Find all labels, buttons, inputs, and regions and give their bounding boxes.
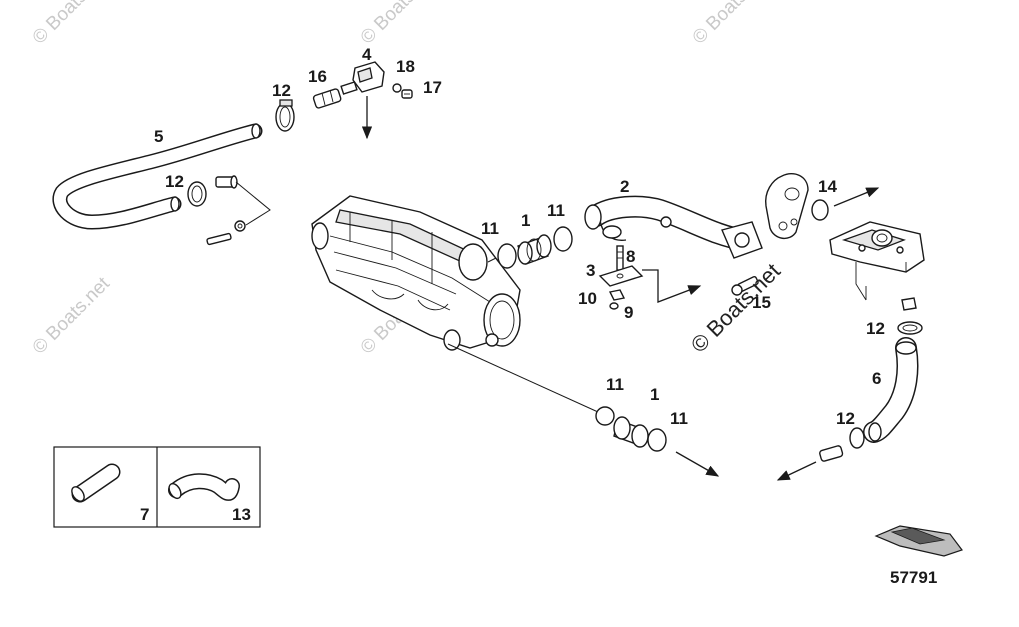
- bracket-3: [598, 265, 644, 287]
- watermark-text: © Boats.net: [357, 0, 443, 49]
- water-housing: [829, 221, 925, 301]
- washer-9: [609, 302, 619, 310]
- callout-5: 5: [154, 127, 163, 146]
- callout-12: 12: [165, 172, 184, 191]
- fitting-lower-right: [776, 445, 844, 481]
- guide-line: [447, 343, 599, 413]
- sleeve-1-lower: [613, 416, 649, 448]
- callout-2: 2: [620, 177, 629, 196]
- callout-7: 7: [140, 505, 149, 524]
- o-ring-11-lower-right: [647, 428, 667, 452]
- arrow: [776, 461, 817, 481]
- bolt-15: [731, 275, 759, 296]
- callout-labels: 12 16 4 18 17 5 12 11 1 11 2 8 3 10 9 15…: [140, 45, 937, 587]
- hose-7: [71, 463, 121, 503]
- callout-15: 15: [752, 293, 771, 312]
- watermark-text: © Boats.net: [689, 0, 775, 49]
- sender-4: [340, 61, 385, 140]
- callout-16: 16: [308, 67, 327, 86]
- o-ring-11-upper-left: [497, 243, 517, 269]
- washer-18: [392, 83, 402, 93]
- fitting-16: [312, 88, 342, 109]
- bolt-lower: [206, 220, 246, 246]
- callout-11: 11: [606, 375, 624, 394]
- callout-10: 10: [578, 289, 597, 308]
- hose-5: [52, 123, 263, 230]
- gasket-plate: [765, 172, 809, 239]
- elbow-pipe-2: [584, 195, 763, 259]
- fitting-small: [901, 297, 917, 311]
- callout-11: 11: [547, 201, 565, 220]
- callout-3: 3: [586, 261, 595, 280]
- sleeve-1-upper: [517, 234, 552, 265]
- callout-14: 14: [818, 177, 837, 196]
- guide-line: [487, 257, 497, 263]
- callout-11: 11: [670, 409, 688, 428]
- watermark-text: © Boats.net: [29, 273, 115, 359]
- o-ring-11-upper-right: [553, 226, 573, 252]
- stud-8: [616, 245, 624, 271]
- callout-4: 4: [362, 45, 372, 64]
- heat-exchanger: [311, 195, 521, 351]
- o-ring-14: [811, 187, 880, 221]
- o-ring-11-lower-left: [595, 406, 615, 426]
- nut-10: [608, 289, 626, 301]
- callout-12: 12: [866, 319, 885, 338]
- hose-clamp-12-right-lower: [849, 427, 865, 449]
- arrow: [675, 451, 720, 477]
- callout-18: 18: [396, 57, 415, 76]
- callout-8: 8: [626, 247, 635, 266]
- hose-clamp-12-top: [275, 99, 295, 132]
- callout-1: 1: [650, 385, 659, 404]
- guide-line: [235, 181, 271, 226]
- figure-number: 57791: [890, 568, 937, 587]
- watermark-text: © Boats.net: [29, 0, 115, 49]
- arrow: [642, 269, 702, 303]
- callout-9: 9: [624, 303, 633, 322]
- boat-icon: [874, 525, 963, 557]
- callout-6: 6: [872, 369, 881, 388]
- callout-1: 1: [521, 211, 530, 230]
- hose-clamp-12-right-upper: [897, 321, 923, 335]
- callout-12: 12: [272, 81, 291, 100]
- arrow: [833, 187, 880, 207]
- callout-13: 13: [232, 505, 251, 524]
- hose-6: [863, 337, 919, 443]
- bolt-upper: [215, 175, 238, 189]
- callout-11: 11: [481, 219, 499, 238]
- callout-17: 17: [423, 78, 442, 97]
- hose-13: [168, 473, 240, 501]
- screw-17: [401, 89, 413, 99]
- hose-clamp-12-left: [187, 181, 207, 207]
- callout-12: 12: [836, 409, 855, 428]
